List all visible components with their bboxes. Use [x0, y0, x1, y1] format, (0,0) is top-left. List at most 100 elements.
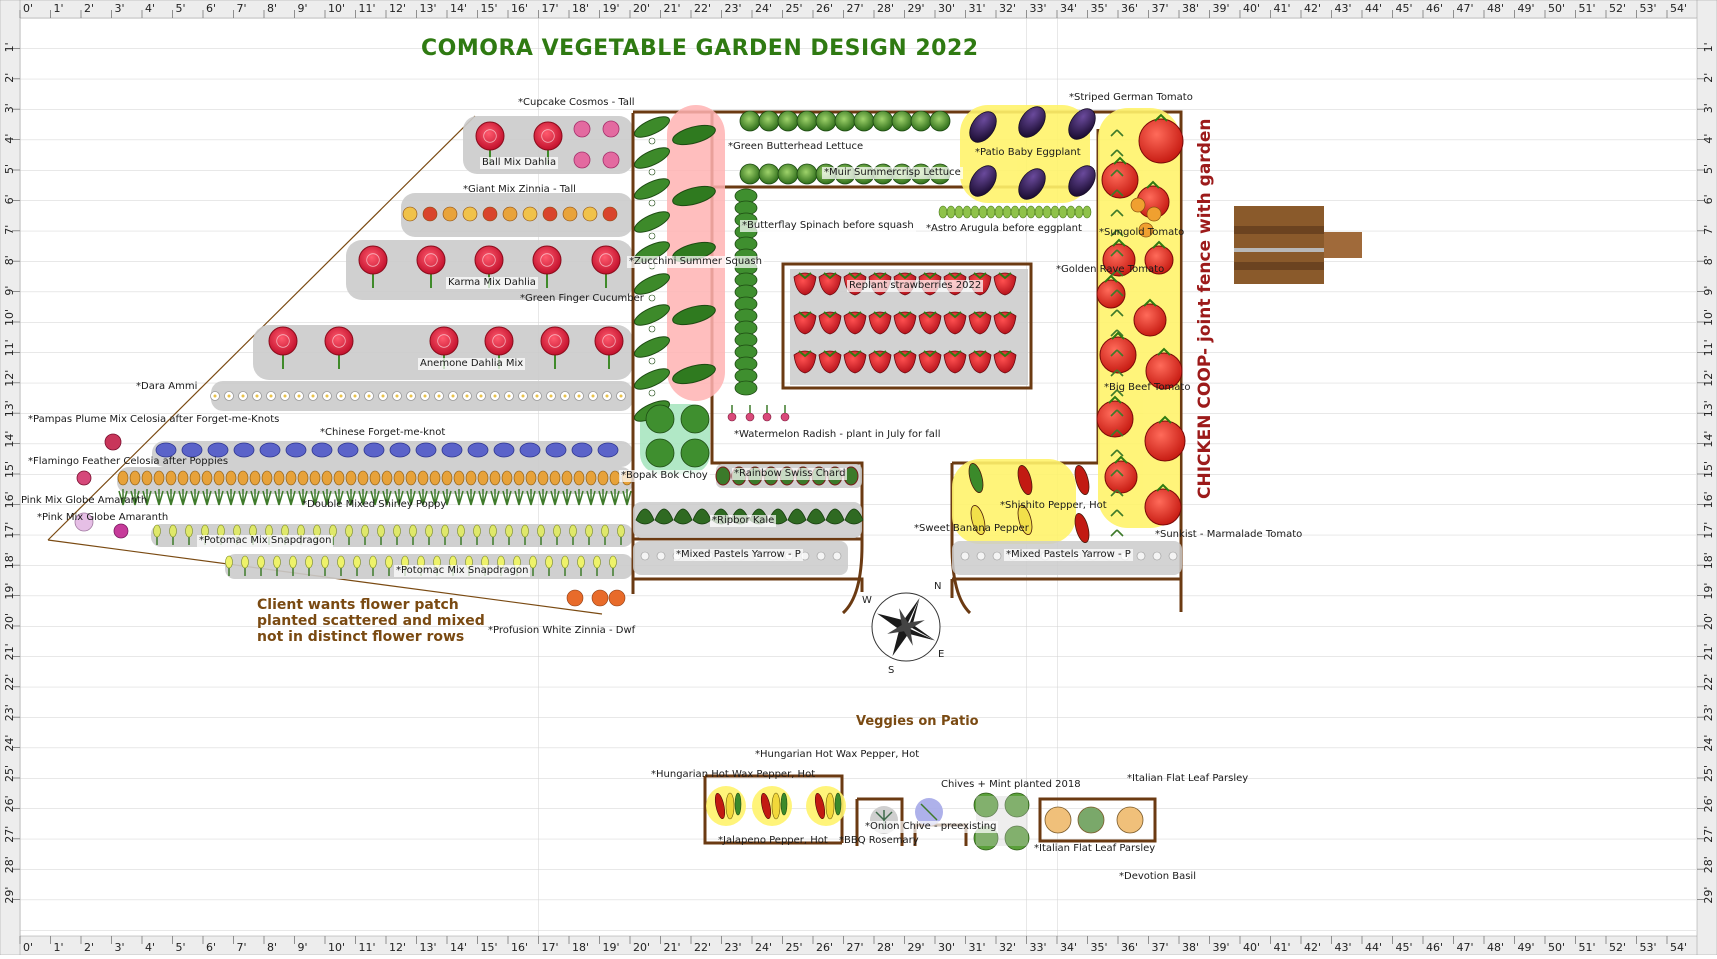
forget-me-knot-icon [337, 442, 359, 458]
label-karma-dahlia: Karma Mix Dahlia [446, 277, 538, 289]
snapdragon-icon [609, 555, 617, 569]
ruler-bottom-label: 10' [328, 941, 345, 954]
ruler-right-label: 12' [1702, 370, 1715, 387]
label-patio-eggplant: *Patio Baby Eggplant [975, 147, 1081, 158]
ruler-bottom-label: 32' [999, 941, 1016, 954]
ruler-bottom-label: 6' [206, 941, 216, 954]
forget-me-knot-icon [467, 442, 489, 458]
label-hungarian-box: *Hungarian Hot Wax Pepper, Hot [651, 769, 816, 780]
label-ripbor-kale: *Ripbor Kale [710, 515, 777, 527]
poppy-icon [406, 489, 416, 506]
strawberry-icon [918, 350, 942, 374]
top-ruler [0, 0, 1717, 19]
squash-icon [672, 124, 716, 146]
zinnia-icon [522, 206, 538, 222]
snapdragon-icon [241, 555, 249, 569]
arugula-icon [978, 205, 988, 219]
ruler-top-label: 17' [542, 2, 559, 15]
profusion-zinnia-icon [608, 589, 626, 607]
ruler-top-label: 40' [1243, 2, 1260, 15]
label-striped-german: *Striped German Tomato [1069, 92, 1193, 103]
ruler-bottom-label: 51' [1579, 941, 1596, 954]
ruler-right-label: 22' [1702, 674, 1715, 691]
butterhead-lettuce-icon [815, 110, 837, 132]
poppy-icon [226, 489, 236, 506]
bok-choy-icon [645, 438, 675, 468]
ruler-top-label: 50' [1548, 2, 1565, 15]
jalapeno-icon [834, 792, 842, 816]
ruler-right-label: 25' [1702, 765, 1715, 782]
label-chinese-forget-me-knot: *Chinese Forget-me-knot [320, 427, 446, 438]
snapdragon-icon [169, 524, 177, 538]
dahlia-icon [540, 326, 570, 356]
ruler-left-label: 17' [3, 522, 16, 539]
ruler-top-label: 53' [1640, 2, 1657, 15]
ruler-left-label: 3' [3, 103, 16, 113]
ruler-right-label: 3' [1702, 103, 1715, 113]
zinnia-icon [462, 206, 478, 222]
butterhead-lettuce-icon [758, 110, 780, 132]
ruler-top-label: 2' [84, 2, 94, 15]
label-green-butterhead: *Green Butterhead Lettuce [726, 141, 866, 153]
snapdragon-icon [305, 555, 313, 569]
arugula-icon [1042, 205, 1052, 219]
butterhead-lettuce-icon [910, 110, 932, 132]
celosia-icon [297, 470, 309, 486]
kale-icon [806, 508, 826, 525]
label-potomac-snapdragon-1: *Potomac Mix Snapdragon [197, 535, 334, 547]
zucchini-icon [634, 116, 670, 138]
label-sweet-banana: *Sweet Banana Pepper [914, 523, 1029, 534]
label-onion-chive: *Onion Chive - preexisting [863, 821, 999, 833]
forget-me-knot-icon [441, 442, 463, 458]
arugula-icon [1050, 205, 1060, 219]
summercrisp-lettuce-icon [758, 163, 780, 185]
tomato-icon [1096, 279, 1126, 309]
celosia-icon [285, 470, 297, 486]
label-profusion-zinnia: *Profusion White Zinnia - Dwf [488, 625, 636, 636]
snapdragon-icon [353, 555, 361, 569]
ruler-bottom-label: 28' [877, 941, 894, 954]
eggplant-icon [969, 111, 997, 143]
compass-e: E [938, 649, 944, 660]
wax-pepper-icon [725, 792, 735, 820]
client-note-line-3: not in distinct flower rows [257, 629, 465, 645]
ruler-top-label: 18' [572, 2, 589, 15]
kale-icon [635, 508, 655, 525]
ruler-bottom-label: 0' [23, 941, 33, 954]
mint-icon [1004, 792, 1030, 818]
arugula-icon [1026, 205, 1036, 219]
pepper-icon [1017, 505, 1033, 535]
ruler-top-label: 49' [1518, 2, 1535, 15]
label-golden-rave: *Golden Rave Tomato [1056, 264, 1165, 275]
ruler-top-label: 21' [664, 2, 681, 15]
label-big-beef: *Big Beef Tomato [1104, 382, 1191, 393]
celosia-icon [249, 470, 261, 486]
snapdragon-icon [601, 524, 609, 538]
arugula-icon [954, 205, 964, 219]
ruler-top-label: 44' [1365, 2, 1382, 15]
label-zucchini: *Zucchini Summer Squash [627, 256, 764, 268]
ruler-top-label: 38' [1182, 2, 1199, 15]
squash-icon [672, 304, 716, 326]
ruler-top-label: 13' [420, 2, 437, 15]
poppy-icon [286, 489, 296, 506]
tomato-icon [1096, 400, 1134, 438]
pepper-icon [970, 505, 986, 535]
kale-icon [654, 508, 674, 525]
ruler-bottom-label: 39' [1213, 941, 1230, 954]
ruler-bottom-label: 45' [1396, 941, 1413, 954]
ruler-left-label: 11' [3, 339, 16, 356]
ruler-left-label: 6' [3, 194, 16, 204]
strawberry-icon [818, 311, 842, 335]
forget-me-knot-icon [363, 442, 385, 458]
ruler-right-label: 10' [1702, 309, 1715, 326]
celosia-icon [177, 470, 189, 486]
ruler-bottom-label: 4' [145, 941, 155, 954]
arugula-icon [962, 205, 972, 219]
snapdragon-icon [185, 524, 193, 538]
celosia-icon [369, 470, 381, 486]
dahlia-icon [268, 326, 298, 356]
ruler-left-label: 16' [3, 491, 16, 508]
forget-me-knot-icon [493, 442, 515, 458]
label-watermelon-radish: *Watermelon Radish - plant in July for f… [734, 429, 941, 440]
